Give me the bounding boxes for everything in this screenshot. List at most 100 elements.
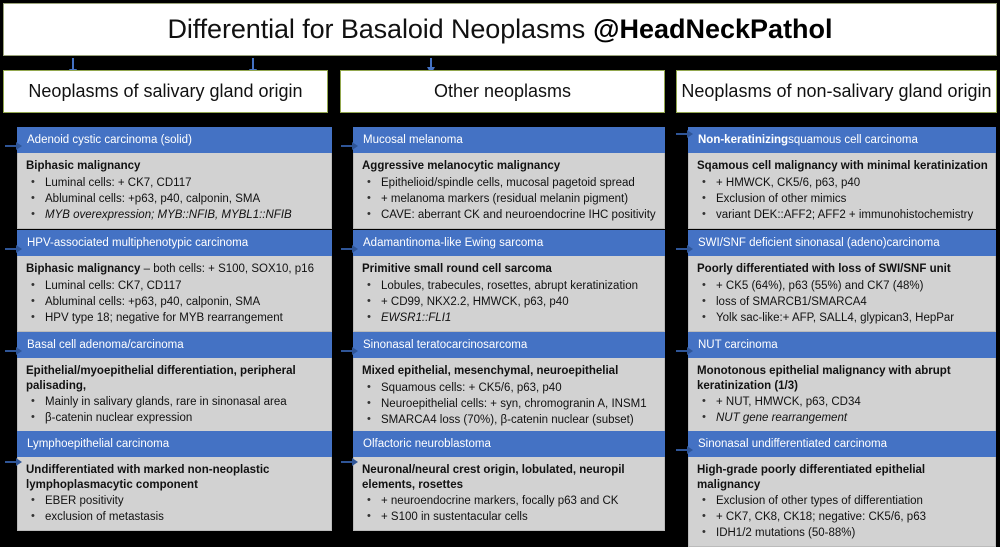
card-lymphoepithelial-carcinoma[interactable]: Lymphoepithelial carcinoma Undifferentia… [5, 431, 332, 531]
card-lead: Undifferentiated with marked non-neoplas… [26, 463, 325, 492]
card-bullet-list: Lobules, trabecules, rosettes, abrupt ke… [362, 277, 658, 326]
card-pointer-arrow [5, 458, 22, 466]
list-item: + S100 in sustentacular cells [362, 508, 658, 525]
connector-arrow-col2 [249, 58, 257, 76]
card-pointer-arrow [676, 245, 693, 253]
card-title-bold: Non-keratinizing [698, 134, 789, 146]
card-bullet-list: Luminal cells: CK7, CD117 Abluminal cell… [26, 277, 325, 326]
connector-arrow-col3 [427, 58, 435, 74]
card-pointer-arrow [676, 446, 693, 454]
card-title: Lymphoepithelial carcinoma [27, 438, 170, 450]
list-item: variant DEK::AFF2; AFF2 + immunohistoche… [697, 206, 989, 223]
card-lead-bold: Epithelial/myoepithelial differentiation… [26, 365, 296, 392]
column-header-label: Neoplasms of salivary gland origin [28, 81, 303, 101]
card-lead: Primitive small round cell sarcoma [362, 262, 658, 277]
card-title-bar: Adenoid cystic carcinoma (solid) [17, 127, 332, 153]
card-mucosal-melanoma[interactable]: Mucosal melanoma Aggressive melanocytic … [341, 127, 665, 229]
card-lead-bold: Primitive small round cell sarcoma [362, 263, 552, 275]
card-body: High-grade poorly differentiated epithel… [676, 446, 996, 547]
column-header-other: Other neoplasms [340, 70, 665, 113]
card-pointer-arrow [676, 347, 693, 355]
card-lead: Sqamous cell malignancy with minimal ker… [697, 159, 989, 174]
card-lead: Poorly differentiated with loss of SWI/S… [697, 262, 989, 277]
card-pointer-arrow [341, 245, 358, 253]
card-nut-carcinoma[interactable]: NUT carcinoma Monotonous epithelial mali… [676, 332, 996, 432]
card-title-bar: Non-keratinizing squamous cell carcinoma [688, 127, 996, 153]
card-bullet-list: Mainly in salivary glands, rare in sinon… [26, 393, 325, 426]
card-title-bar: SWI/SNF deficient sinonasal (adeno)carci… [688, 230, 996, 256]
card-non-keratinizing-scc[interactable]: Non-keratinizing squamous cell carcinoma… [676, 127, 996, 229]
card-title: Basal cell adenoma/carcinoma [27, 339, 184, 351]
card-sinonasal-undifferentiated-carcinoma[interactable]: Sinonasal undifferentiated carcinoma Hig… [676, 431, 996, 547]
diagram-canvas: Differential for Basaloid Neoplasms @Hea… [0, 0, 1000, 533]
column-header-nonsalivary: Neoplasms of non-salivary gland origin [676, 70, 997, 113]
card-lead-bold: Aggressive melanocytic malignancy [362, 160, 561, 172]
card-pointer-arrow [341, 458, 358, 466]
card-pointer-arrow [341, 347, 358, 355]
card-body: Biphasic malignancy Luminal cells: + CK7… [5, 142, 332, 229]
list-item: + CK5 (64%), p63 (55%) and CK7 (48%) [697, 277, 989, 294]
card-lead-bold: Mixed epithelial, mesenchymal, neuroepit… [362, 365, 619, 377]
card-lead: Epithelial/myoepithelial differentiation… [26, 364, 325, 393]
card-body: Biphasic malignancy – both cells: + S100… [5, 245, 332, 332]
card-body: Undifferentiated with marked non-neoplas… [5, 457, 332, 531]
list-item: Epithelioid/spindle cells, mucosal paget… [362, 174, 658, 191]
card-pointer-arrow [341, 142, 358, 150]
list-item: + CK7, CK8, CK18; negative: CK5/6, p63 [697, 508, 989, 525]
list-item: Luminal cells: CK7, CD117 [26, 277, 325, 294]
card-lead-bold: Sqamous cell malignancy with minimal ker… [697, 160, 988, 172]
card-bullet-list: + NUT, HMWCK, p63, CD34 NUT gene rearran… [697, 393, 989, 426]
list-item: + NUT, HMWCK, p63, CD34 [697, 393, 989, 410]
card-adenoid-cystic-carcinoma[interactable]: Adenoid cystic carcinoma (solid) Biphasi… [5, 127, 332, 229]
list-item: Squamous cells: + CK5/6, p63, p40 [362, 379, 658, 396]
card-olfactoric-neuroblastoma[interactable]: Olfactoric neuroblastoma Neuronal/neural… [341, 431, 665, 531]
card-title: Adenoid cystic carcinoma (solid) [27, 134, 192, 146]
card-basal-cell-adenoma-carcinoma[interactable]: Basal cell adenoma/carcinoma Epithelial/… [5, 332, 332, 432]
card-title-bar: NUT carcinoma [688, 332, 996, 358]
card-lead-bold: Poorly differentiated with loss of SWI/S… [697, 263, 951, 275]
list-item: + neuroendocrine markers, focally p63 an… [362, 492, 658, 509]
card-adamantinoma-like-ewing-sarcoma[interactable]: Adamantinoma-like Ewing sarcoma Primitiv… [341, 230, 665, 332]
card-lead-regular: – both cells: + S100, SOX10, p16 [140, 263, 314, 275]
card-bullet-list: Epithelioid/spindle cells, mucosal paget… [362, 174, 658, 223]
list-item: Exclusion of other mimics [697, 190, 989, 207]
card-title-bar: Basal cell adenoma/carcinoma [17, 332, 332, 358]
card-pointer-arrow [5, 347, 22, 355]
card-swi-snf-deficient-sinonasal-carcinoma[interactable]: SWI/SNF deficient sinonasal (adeno)carci… [676, 230, 996, 332]
list-item: IDH1/2 mutations (50-88%) [697, 524, 989, 541]
card-title: Mucosal melanoma [363, 134, 463, 146]
list-item: Abluminal cells: +p63, p40, calponin, SM… [26, 190, 325, 207]
card-title: Olfactoric neuroblastoma [363, 438, 491, 450]
card-title: squamous cell carcinoma [788, 134, 918, 146]
card-lead: Neuronal/neural crest origin, lobulated,… [362, 463, 658, 492]
list-item: EBER positivity [26, 492, 325, 509]
card-body: Aggressive melanocytic malignancy Epithe… [341, 142, 665, 229]
list-item: + HMWCK, CK5/6, p63, p40 [697, 174, 989, 191]
card-body: Sqamous cell malignancy with minimal ker… [676, 130, 996, 229]
card-bullet-list: EBER positivity exclusion of metastasis [26, 492, 325, 525]
title-banner: Differential for Basaloid Neoplasms @Hea… [3, 3, 997, 56]
card-lead-bold: Monotonous epithelial malignancy with ab… [697, 365, 951, 392]
column-header-label: Other neoplasms [433, 81, 572, 101]
card-pointer-arrow [5, 142, 22, 150]
list-item: SMARCA4 loss (70%), β-catenin nuclear (s… [362, 411, 658, 428]
card-lead-bold: Undifferentiated with marked non-neoplas… [26, 464, 270, 491]
card-bullet-list: + HMWCK, CK5/6, p63, p40 Exclusion of ot… [697, 174, 989, 223]
card-title: Sinonasal teratocarcinosarcoma [363, 339, 528, 351]
list-item: Exclusion of other types of differentiat… [697, 492, 989, 509]
card-body: Poorly differentiated with loss of SWI/S… [676, 245, 996, 332]
card-title-bar: Adamantinoma-like Ewing sarcoma [353, 230, 665, 256]
column-header-label: Neoplasms of non-salivary gland origin [681, 81, 992, 101]
list-item: EWSR1::FLI1 [362, 309, 658, 326]
card-lead: High-grade poorly differentiated epithel… [697, 463, 989, 492]
card-bullet-list: Squamous cells: + CK5/6, p63, p40 Neuroe… [362, 379, 658, 428]
card-body: Neuronal/neural crest origin, lobulated,… [341, 457, 665, 531]
card-title-bar: Sinonasal undifferentiated carcinoma [688, 431, 996, 457]
card-bullet-list: Exclusion of other types of differentiat… [697, 492, 989, 541]
card-title: SWI/SNF deficient sinonasal (adeno)carci… [698, 237, 940, 249]
card-sinonasal-teratocarcinosarcoma[interactable]: Sinonasal teratocarcinosarcoma Mixed epi… [341, 332, 665, 434]
card-body: Monotonous epithelial malignancy with ab… [676, 347, 996, 432]
card-lead: Biphasic malignancy – both cells: + S100… [26, 262, 325, 277]
card-lead: Monotonous epithelial malignancy with ab… [697, 364, 989, 393]
card-hpv-multiphenotypic-carcinoma[interactable]: HPV-associated multiphenotypic carcinoma… [5, 230, 332, 332]
